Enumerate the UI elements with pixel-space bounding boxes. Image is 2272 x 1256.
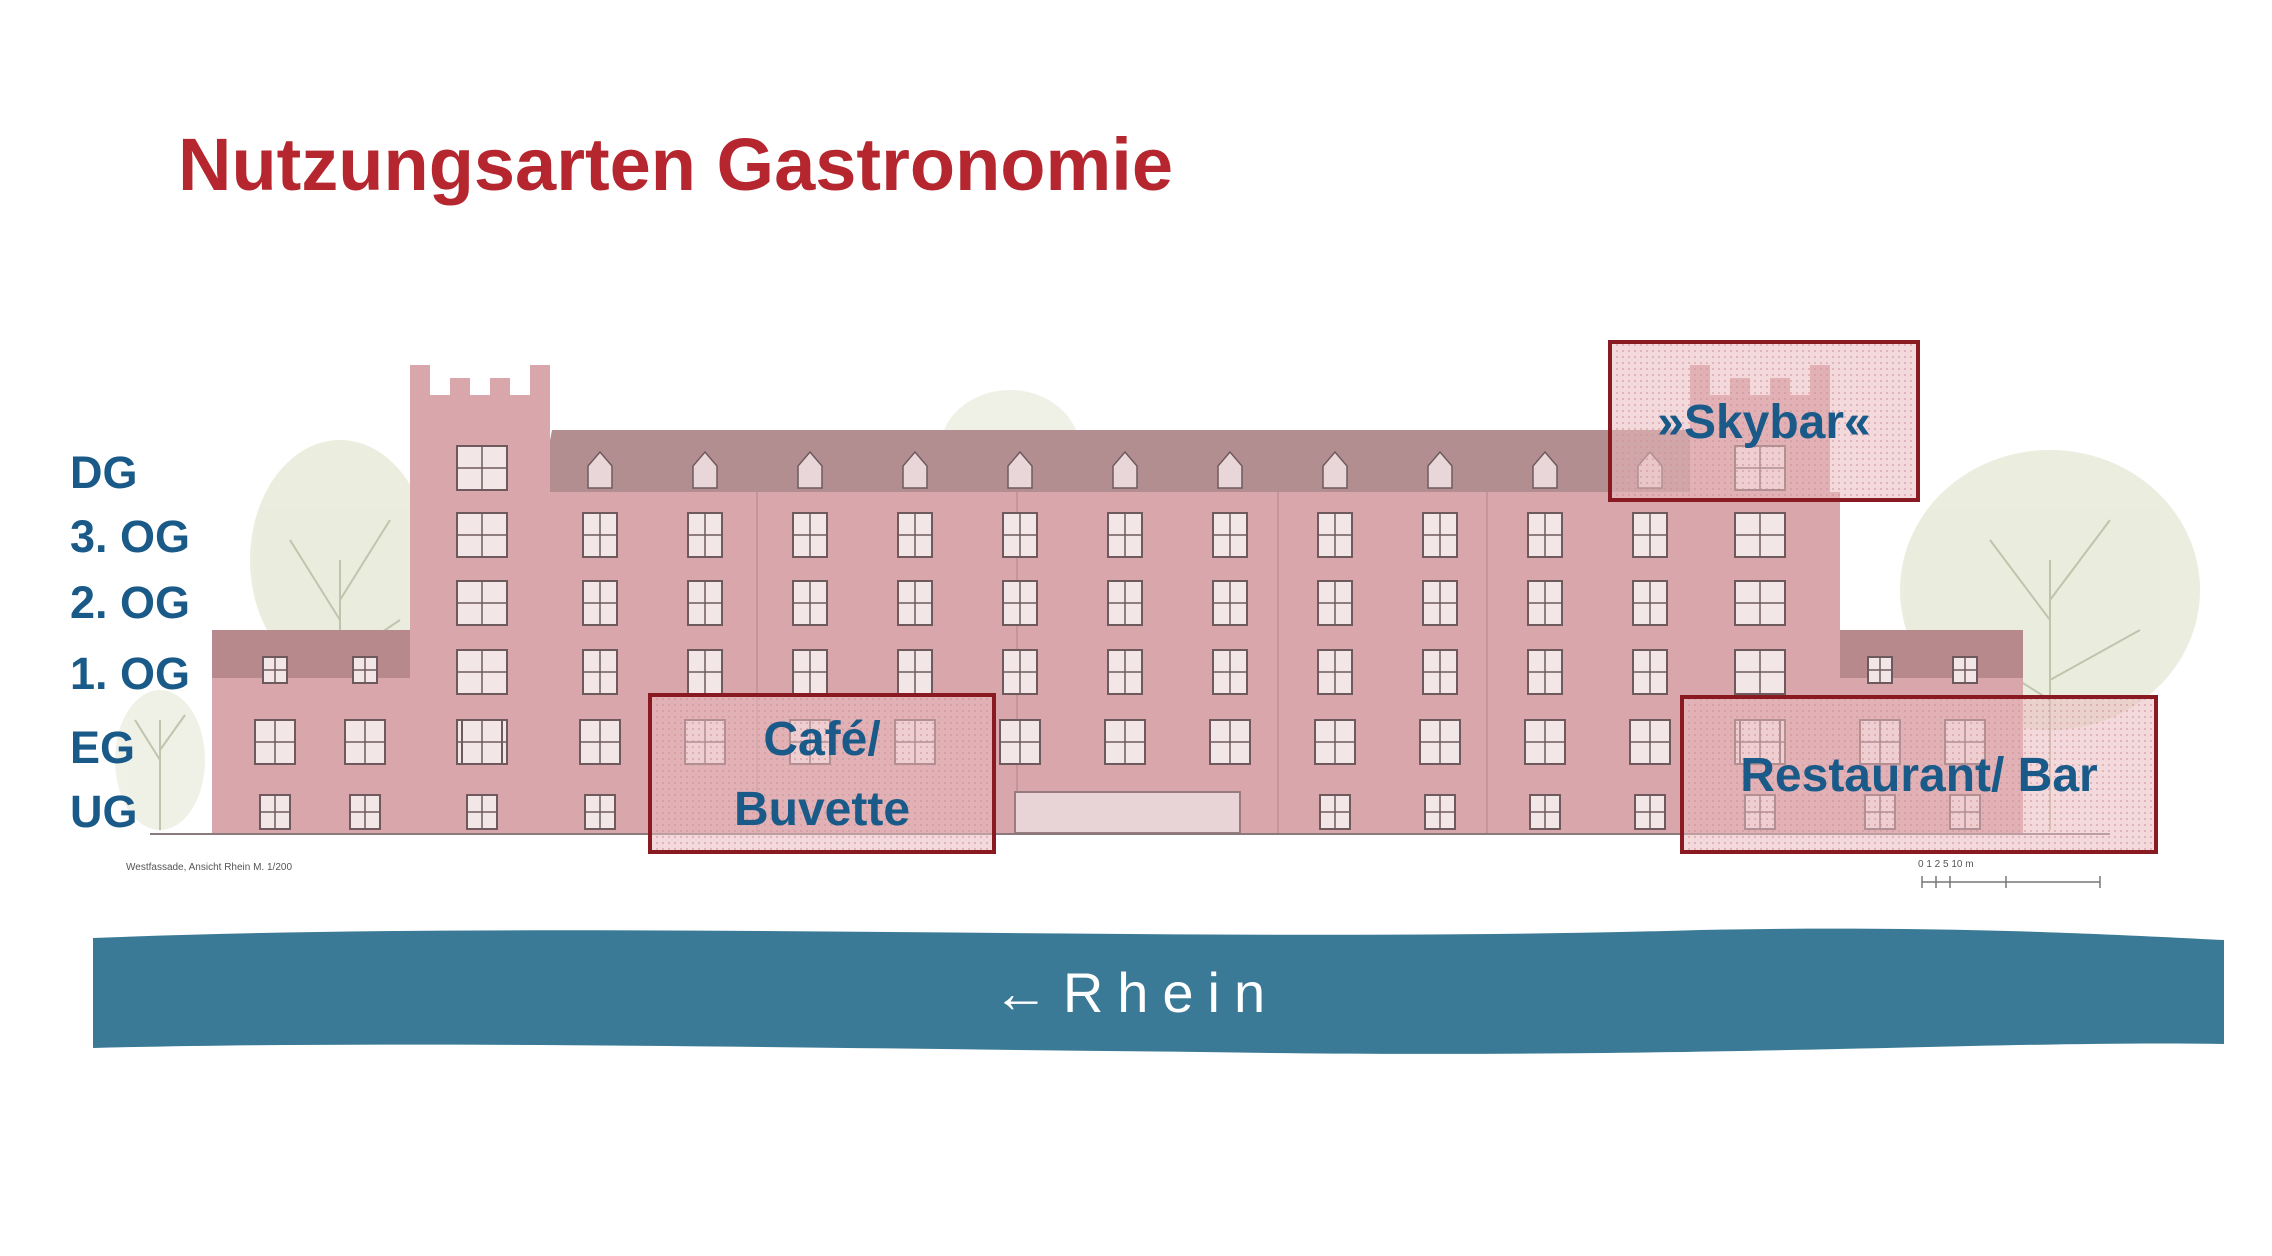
restaurant-bar-label: Restaurant/ Bar [1740,749,2098,802]
floor-label-eg: EG [70,722,136,773]
cafe-label-line1: Café/ [763,713,881,766]
right-wing-roof [1838,630,2023,678]
dormer [797,450,823,489]
dormer [1007,450,1033,489]
zone-skybar [1608,340,1920,502]
scale-bar [1921,876,2101,888]
dormer [692,450,718,489]
cafe-label-line2: Buvette [733,783,911,836]
floor-label-2og: 2. OG [70,577,191,628]
left-tower-crenellation [410,365,550,418]
dormer [1112,450,1138,489]
river [93,928,2224,1054]
dormer [1217,450,1243,489]
dormer [1427,450,1453,489]
zone-cafe-buvette [648,693,996,854]
zone-restaurant-bar [1680,695,2158,854]
left-wing-roof [212,630,412,678]
page-title: Nutzungsarten Gastronomie [178,123,1173,206]
floor-label-dg: DG [70,447,138,498]
glass-entrance [1014,791,1241,834]
dormer [587,450,613,489]
floor-label-ug: UG [70,786,138,837]
skybar-label: »Skybar« [1657,396,1871,449]
dormer [1532,450,1558,489]
dormer [902,450,928,489]
dormer [1322,450,1348,489]
scale-label: 0 1 2 5 10 m [1918,859,1974,870]
drawing-caption: Westfassade, Ansicht Rhein M. 1/200 [126,862,293,873]
floor-label-3og: 3. OG [70,511,191,562]
river-label: ←Rhein [992,961,1280,1024]
floor-label-1og: 1. OG [70,648,191,699]
